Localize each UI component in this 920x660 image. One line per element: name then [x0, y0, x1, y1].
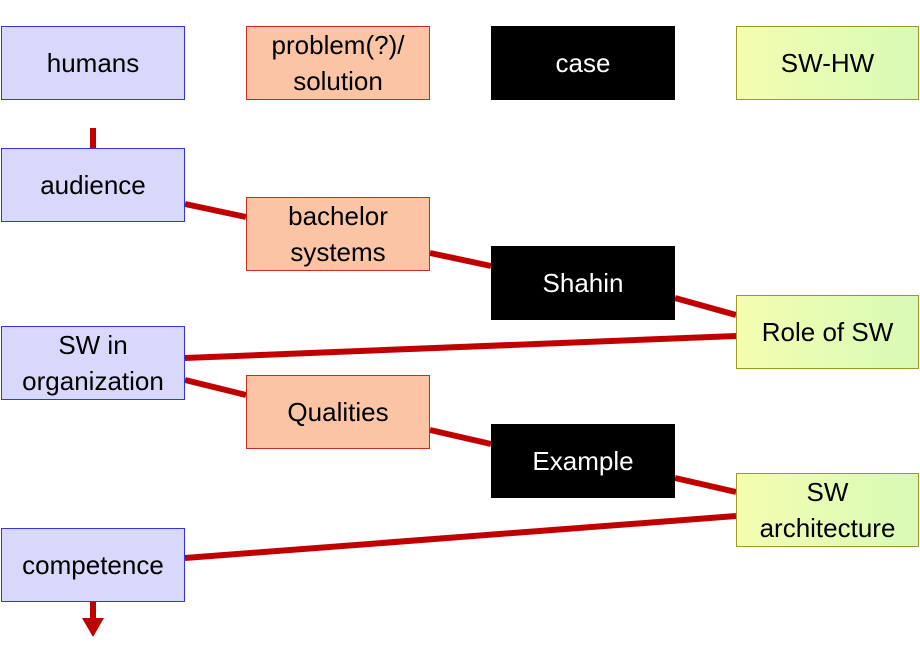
- node-sw-architecture: SW architecture: [736, 473, 919, 547]
- node-bachelor-systems: bachelor systems: [246, 197, 430, 271]
- header-humans: humans: [1, 26, 185, 100]
- edge-example-swarch: [674, 475, 737, 495]
- node-audience: audience: [1, 148, 185, 222]
- edge-qualities-example: [429, 427, 492, 447]
- node-example: Example: [491, 424, 675, 498]
- edge-swinorg-qualities: [184, 377, 247, 398]
- timeline-arrowhead: [82, 618, 104, 637]
- node-shahin: Shahin: [491, 246, 675, 320]
- header-problem-solution: problem(?)/ solution: [246, 26, 430, 100]
- node-competence: competence: [1, 528, 185, 602]
- edge-shahin-roleofsw: [674, 295, 737, 318]
- edge-bachelor-shahin: [429, 250, 492, 269]
- header-sw-hw: SW-HW: [736, 26, 919, 100]
- header-case: case: [491, 26, 675, 100]
- node-qualities: Qualities: [246, 375, 430, 449]
- node-role-of-sw: Role of SW: [736, 295, 919, 369]
- node-sw-in-organization: SW in organization: [1, 326, 185, 400]
- edge-swinorg-roleofsw: [184, 333, 737, 361]
- edge-competence-swarch: [184, 513, 737, 561]
- edge-audience-bachelor: [184, 201, 247, 220]
